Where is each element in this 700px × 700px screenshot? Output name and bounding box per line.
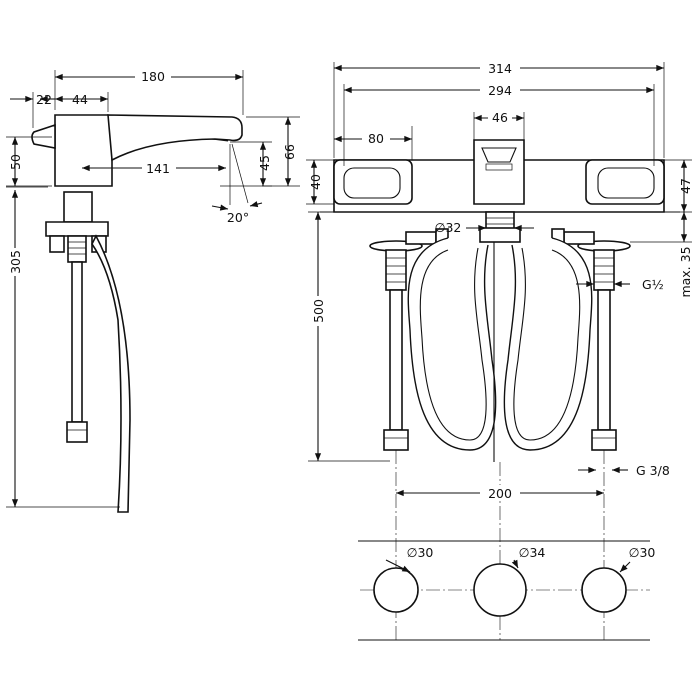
dim-180: 180 (54, 69, 244, 115)
dim-500-label: 500 (311, 299, 326, 323)
dim-20-angle: 20° (211, 143, 263, 225)
dim-thread-g-3-8: G 3/8 (578, 463, 670, 478)
side-mounting-bracket (45, 221, 109, 237)
front-left-handle-inset (343, 167, 401, 199)
side-view: 180 22 44 50 141 45 (6, 69, 300, 513)
dim-22-label: 22 (36, 92, 52, 107)
side-hose-curved (91, 234, 131, 513)
dim-314-label: 314 (488, 61, 512, 76)
side-mount-nut-left (49, 235, 65, 253)
front-left-hose (389, 289, 403, 431)
dim-50: 50 (6, 136, 52, 187)
side-threaded-rod (67, 235, 87, 263)
dim-diameter-32: ∅32 (435, 220, 534, 235)
dim-200: 200 (396, 485, 605, 501)
dim-500: 500 (308, 211, 390, 462)
front-left-connector (405, 231, 437, 245)
dim-50-label: 50 (8, 154, 23, 170)
side-hose-fitting (66, 421, 88, 443)
dim-294-label: 294 (488, 83, 512, 98)
side-aerator (211, 138, 229, 142)
front-right-handle-inset (597, 167, 655, 199)
dim-314: 314 (333, 60, 665, 158)
front-right-hose (597, 289, 611, 431)
dim-200-label: 200 (488, 486, 512, 501)
side-hose-straight (71, 261, 83, 423)
dim-22-44: 22 44 (10, 92, 109, 128)
dim-47-label: 47 (678, 178, 693, 194)
dim-hole-right: ∅30 (619, 545, 656, 573)
dim-max-35: max. 35 (630, 212, 693, 298)
side-shank (63, 191, 93, 223)
dim-294: 294 (343, 82, 655, 166)
dim-45: 45 (220, 141, 272, 187)
side-lever (31, 123, 56, 149)
dim-hole-left: ∅30 (385, 545, 434, 573)
front-right-hose-fitting (591, 429, 617, 451)
dim-66-label: 66 (282, 144, 297, 160)
dim-305-label: 305 (8, 250, 23, 274)
front-view: 314 294 80 46 40 (306, 60, 693, 640)
dim-40: 40 (306, 159, 334, 205)
front-hose-loop-right (503, 237, 593, 451)
front-right-connector (563, 231, 595, 245)
dim-141-label: 141 (146, 161, 170, 176)
dim-hole-center-label: ∅34 (519, 545, 546, 560)
front-hose-loop-right-inner (513, 247, 581, 441)
dim-44-label: 44 (72, 92, 88, 107)
dim-305: 305 (6, 186, 120, 508)
side-spout (107, 114, 243, 162)
front-center-fitting (479, 227, 521, 243)
dim-diameter-32-label: ∅32 (435, 220, 462, 235)
front-right-handle (585, 159, 665, 205)
dim-141: 141 (82, 160, 226, 176)
front-left-handle (333, 159, 413, 205)
dim-hole-right-label: ∅30 (629, 545, 656, 560)
dim-80-label: 80 (368, 131, 384, 146)
dim-thread-g-3-8-label: G 3/8 (636, 463, 670, 478)
hole-right (581, 567, 627, 613)
dim-20-label: 20° (227, 210, 249, 225)
dim-46: 46 (473, 110, 525, 140)
dim-45-label: 45 (257, 155, 272, 171)
front-hose-loop-left-inner (419, 247, 487, 441)
dim-47: 47 (664, 159, 693, 213)
dim-hole-left-label: ∅30 (407, 545, 434, 560)
dim-thread-g-half-label: G½ (642, 277, 664, 292)
side-faucet-body (54, 114, 113, 187)
front-spout-outlet (481, 147, 517, 163)
dim-max-35-label: max. 35 (678, 246, 693, 297)
hole-left (373, 567, 419, 613)
front-left-hose-fitting (383, 429, 409, 451)
front-right-valve-body (593, 249, 615, 291)
dim-66: 66 (246, 116, 300, 187)
dim-180-label: 180 (141, 69, 165, 84)
dim-thread-g-half: G½ (576, 277, 664, 292)
front-hose-loop-left (407, 237, 497, 451)
dim-40-label: 40 (308, 174, 323, 190)
hole-pattern: ∅30 ∅34 ∅30 (358, 540, 656, 641)
front-spout (473, 139, 525, 205)
hole-center (473, 563, 527, 617)
dim-80: 80 (334, 126, 413, 160)
front-left-valve-body (385, 249, 407, 291)
dim-46-label: 46 (492, 110, 508, 125)
dim-hole-center: ∅34 (511, 545, 546, 569)
